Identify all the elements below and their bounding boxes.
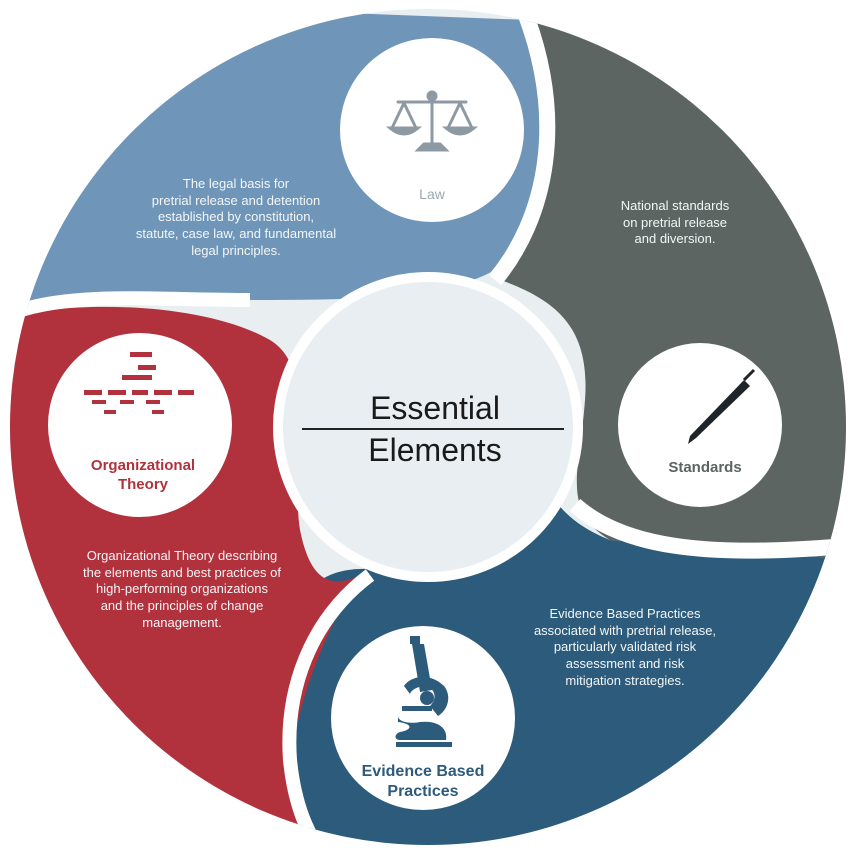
- law-description-line: pretrial release and detention: [151, 192, 321, 208]
- organizational-label-line: Organizational: [90, 457, 196, 474]
- organizational-description-line: high-performing organizations: [96, 581, 268, 597]
- center-title: Essential Elements: [340, 390, 530, 468]
- standards-description-line: on pretrial release: [622, 214, 728, 230]
- standards-description-line: and diversion.: [634, 231, 716, 247]
- organizational-description: Organizational Theory describing the ele…: [48, 548, 316, 631]
- organizational-node: [48, 333, 232, 517]
- center-circle: [273, 272, 583, 582]
- evidence-description-line: assessment and risk: [565, 655, 685, 671]
- organizational-label: Organizational Theory: [58, 456, 228, 494]
- evidence-label-line: Evidence Based: [361, 763, 485, 780]
- scales-of-justice-icon: [385, 90, 479, 152]
- evidence-description-line: Evidence Based Practices: [549, 606, 701, 621]
- standards-label: Standards: [668, 459, 742, 476]
- evidence-description-line: particularly validated risk: [553, 639, 697, 655]
- evidence-description-line: associated with pretrial release,: [533, 622, 717, 638]
- evidence-description-line: mitigation strategies.: [565, 672, 685, 688]
- separator-standards-evidence: [569, 498, 846, 559]
- law-description-line: established by constitution,: [157, 209, 315, 225]
- microscope-icon: [395, 636, 452, 747]
- organizational-label-line: Theory: [117, 476, 168, 494]
- evidence-label-line: Practices: [387, 783, 459, 801]
- center-title-line2: Elements: [368, 431, 502, 468]
- standards-description-line: National standards: [620, 198, 730, 213]
- law-description-line: statute, case law, and fundamental: [135, 225, 337, 241]
- organizational-description-line: and the principles of change: [100, 597, 264, 613]
- law-description-line: legal principles.: [191, 242, 281, 258]
- pen-icon: [688, 368, 756, 444]
- evidence-node: [331, 626, 515, 810]
- evidence-description: Evidence Based Practices associated with…: [512, 606, 738, 689]
- law-description-line: The legal basis for: [182, 176, 290, 191]
- organizational-description-line: management.: [142, 614, 222, 630]
- evidence-label: Evidence Based Practices: [338, 762, 508, 803]
- standards-description: National standards on pretrial release a…: [580, 198, 770, 248]
- law-description: The legal basis for pretrial release and…: [108, 176, 364, 259]
- center-title-line1: Essential: [370, 390, 500, 426]
- center-divider: [302, 428, 564, 430]
- org-chart-icon: [84, 352, 194, 414]
- separator-evidence-org: [282, 569, 375, 845]
- separator-law-standards: [488, 9, 556, 286]
- organizational-description-line: Organizational Theory describing: [86, 548, 278, 563]
- law-label: Law: [419, 186, 445, 202]
- standards-node: [618, 343, 782, 507]
- organizational-description-line: the elements and best practices of: [82, 564, 281, 580]
